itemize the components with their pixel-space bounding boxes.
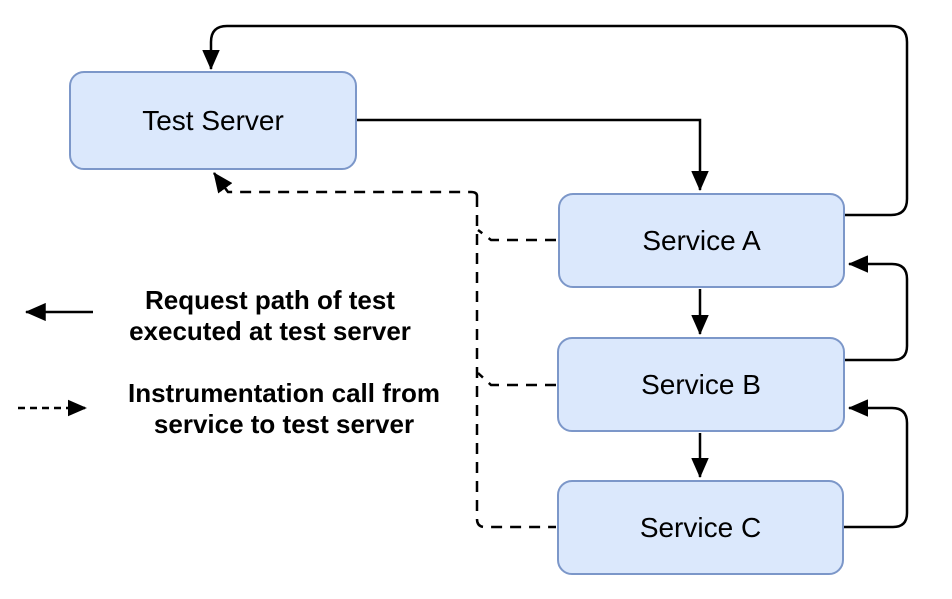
node-service-b: Service B (557, 337, 845, 432)
node-service-b-label: Service B (641, 368, 761, 400)
edge-test-server-to-service-a (357, 118, 709, 192)
node-service-a-label: Service A (642, 224, 761, 256)
legend-request-line1: Request path of test (145, 285, 395, 315)
edge-instrumentation-service-a (477, 229, 556, 242)
legend-instrumentation-caption: Instrumentation call from service to tes… (104, 378, 464, 440)
node-test-server: Test Server (69, 71, 357, 170)
legend-request-caption: Request path of test executed at test se… (90, 285, 450, 347)
edge-instrumentation-service-b (477, 372, 556, 387)
legend-request-line2: executed at test server (129, 316, 411, 346)
legend-instrumentation-line2: service to test server (153, 409, 415, 439)
edge-service-c-to-service-b (844, 399, 909, 529)
edge-service-b-to-service-a (845, 255, 909, 362)
node-service-a: Service A (558, 193, 845, 288)
legend-instrumentation-line1: Instrumentation call from (127, 378, 441, 408)
node-test-server-label: Test Server (142, 104, 284, 136)
node-service-c-label: Service C (639, 511, 762, 543)
edge-instrumentation-trunk (475, 196, 556, 529)
edge-instrumentation-to-test-server (212, 172, 479, 197)
node-service-c: Service C (557, 480, 844, 575)
